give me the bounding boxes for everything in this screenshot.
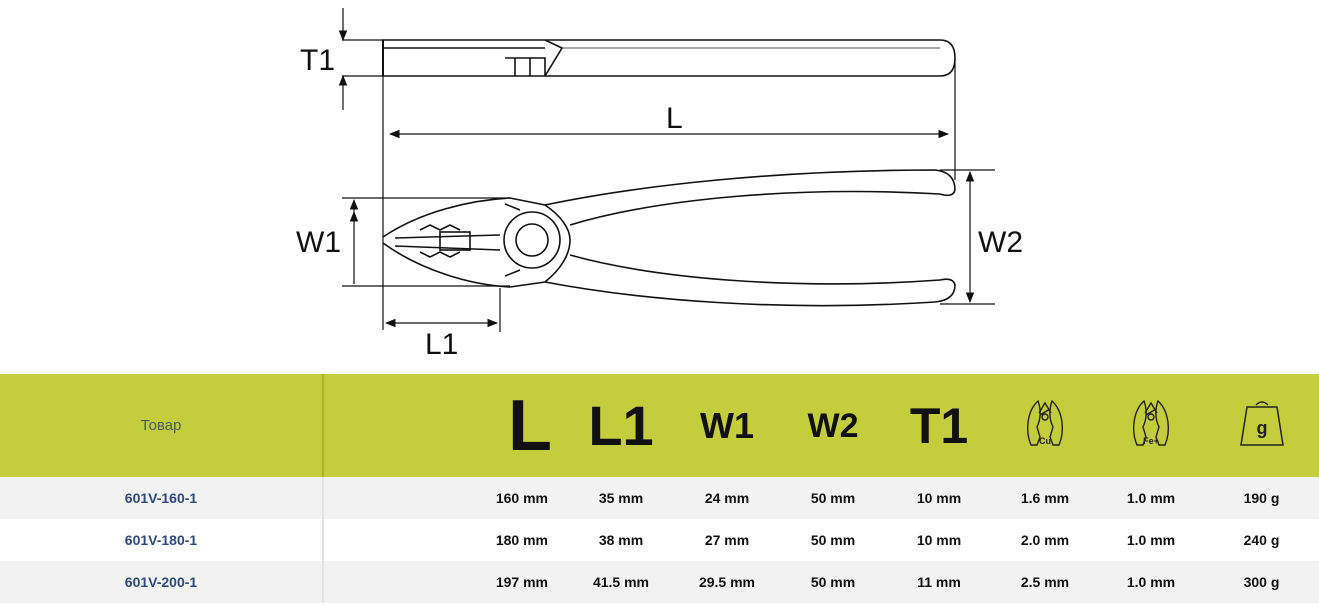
l1-symbol: L1	[588, 393, 654, 457]
l-cell: 197 mm	[323, 561, 568, 603]
w2-cell: 50 mm	[780, 519, 886, 561]
fe-icon-label: Fe+	[1143, 436, 1159, 446]
cu-cell: 1.6 mm	[992, 477, 1098, 519]
l-drawing-label: L	[666, 102, 683, 135]
w1-symbol: W1	[700, 404, 754, 446]
t1-cell: 10 mm	[886, 477, 992, 519]
w2-cell: 50 mm	[780, 561, 886, 603]
w1-cell: 29.5 mm	[674, 561, 780, 603]
l1-column-header: L1	[568, 374, 674, 477]
cutter-steel-icon: Fe+	[1129, 397, 1173, 454]
weight-column-header: g	[1204, 374, 1319, 477]
cu-cell: 2.5 mm	[992, 561, 1098, 603]
w1-cell: 27 mm	[674, 519, 780, 561]
product-cell[interactable]: 601V-180-1	[0, 519, 324, 561]
w2-cell: 50 mm	[780, 477, 886, 519]
l-column-header: L	[323, 374, 568, 477]
table-row: 601V-160-1 160 mm 35 mm 24 mm 50 mm 10 m…	[0, 477, 1319, 519]
l-cell: 160 mm	[323, 477, 568, 519]
l1-dimension	[384, 288, 501, 332]
product-cell[interactable]: 601V-160-1	[0, 477, 324, 519]
l-symbol: L	[508, 385, 552, 466]
w2-column-header: W2	[780, 374, 886, 477]
w1-column-header: W1	[674, 374, 780, 477]
t1-cell: 11 mm	[886, 561, 992, 603]
weight-cell: 300 g	[1204, 561, 1319, 603]
l1-drawing-label: L1	[425, 328, 458, 361]
pliers-side-view	[382, 39, 956, 77]
w1-dimension	[342, 197, 510, 287]
table-row: 601V-180-1 180 mm 38 mm 27 mm 50 mm 10 m…	[0, 519, 1319, 561]
weight-icon: g	[1237, 397, 1287, 454]
l-dimension	[382, 60, 956, 330]
fe-cell: 1.0 mm	[1098, 477, 1204, 519]
table-header-row: Товар L L1 W1 W2 T1	[0, 374, 1319, 477]
w1-drawing-label: W1	[296, 226, 341, 259]
w2-drawing-label: W2	[978, 226, 1023, 259]
fe-cell: 1.0 mm	[1098, 561, 1204, 603]
weight-cell: 240 g	[1204, 519, 1319, 561]
w2-dimension	[940, 169, 995, 305]
pliers-top-view	[382, 169, 956, 307]
cu-icon-label: Cu	[1039, 436, 1051, 446]
pliers-technical-drawing: T1 L	[296, 8, 1023, 361]
weight-icon-label: g	[1256, 418, 1267, 438]
product-column-header: Товар	[0, 374, 324, 477]
table-row: 601V-200-1 197 mm 41.5 mm 29.5 mm 50 mm …	[0, 561, 1319, 603]
w1-cell: 24 mm	[674, 477, 780, 519]
fe-column-header: Fe+	[1098, 374, 1204, 477]
t1-drawing-label: T1	[300, 44, 335, 77]
t1-column-header: T1	[886, 374, 992, 477]
t1-dimension	[338, 8, 383, 110]
weight-cell: 190 g	[1204, 477, 1319, 519]
product-cell[interactable]: 601V-200-1	[0, 561, 324, 603]
l1-cell: 41.5 mm	[568, 561, 674, 603]
t1-symbol: T1	[909, 397, 969, 454]
l-cell: 180 mm	[323, 519, 568, 561]
w2-symbol: W2	[807, 406, 859, 445]
t1-cell: 10 mm	[886, 519, 992, 561]
cu-column-header: Cu	[992, 374, 1098, 477]
cu-cell: 2.0 mm	[992, 519, 1098, 561]
cutter-copper-icon: Cu	[1023, 397, 1067, 454]
l1-cell: 38 mm	[568, 519, 674, 561]
l1-cell: 35 mm	[568, 477, 674, 519]
fe-cell: 1.0 mm	[1098, 519, 1204, 561]
specification-table: Товар L L1 W1 W2 T1	[0, 374, 1319, 603]
